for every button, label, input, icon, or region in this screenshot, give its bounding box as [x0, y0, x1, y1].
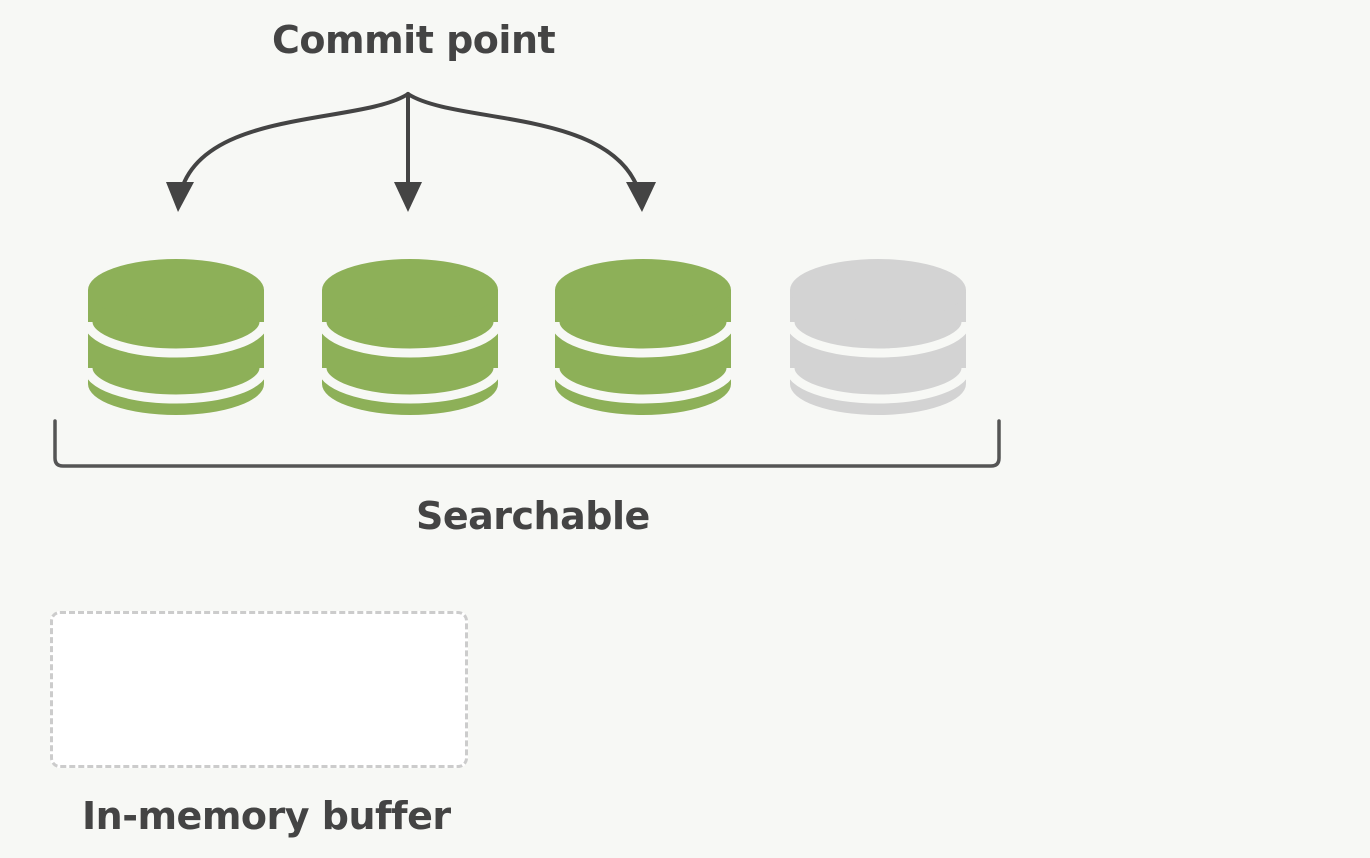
segment-2-committed: [317, 259, 503, 415]
searchable-label: Searchable: [416, 494, 650, 538]
segment-separator-2: [785, 367, 971, 404]
arrow-to-segment-1: [178, 92, 410, 197]
in-memory-buffer-label: In-memory buffer: [82, 794, 451, 838]
segment-top: [322, 259, 498, 321]
commit-point-label: Commit point: [272, 18, 556, 62]
segment-separator-2: [550, 367, 736, 404]
arrowhead-2: [394, 182, 422, 212]
searchable-bracket: [53, 419, 1001, 468]
segment-top: [790, 259, 966, 321]
arrowhead-1: [166, 182, 194, 212]
in-memory-buffer-box: [50, 611, 468, 768]
segment-separator-1: [550, 321, 736, 358]
arrow-to-segment-3: [406, 92, 642, 197]
segment-4-uncommitted: [785, 259, 971, 415]
segment-separator-1: [317, 321, 503, 358]
segment-separator-1: [83, 321, 269, 358]
segment-separator-2: [83, 367, 269, 404]
segment-separator-2: [317, 367, 503, 404]
segment-3-committed: [550, 259, 736, 415]
segment-top: [88, 259, 264, 321]
segment-top: [555, 259, 731, 321]
arrow-heads: [166, 182, 656, 212]
commit-arrows: [178, 92, 642, 197]
segments: [83, 259, 971, 415]
arrowhead-3: [626, 182, 656, 212]
segment-1-committed: [83, 259, 269, 415]
segment-separator-1: [785, 321, 971, 358]
